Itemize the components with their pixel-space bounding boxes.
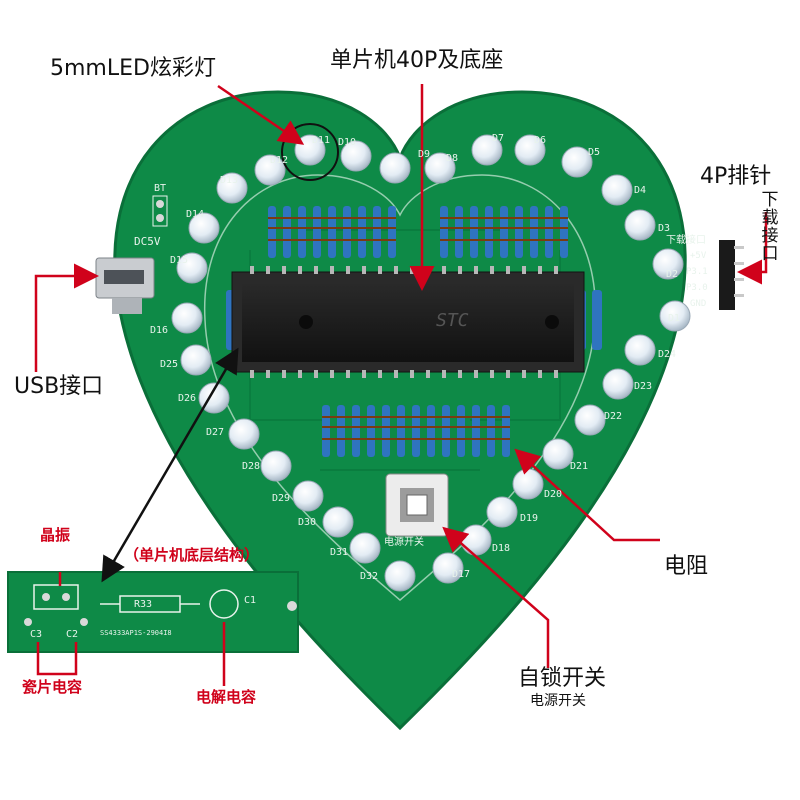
- callout-arrow-bottom-structure: [101, 347, 239, 583]
- led-label-d14: D14: [186, 209, 205, 220]
- callout-ceramic-cap: 瓷片电容: [22, 678, 83, 696]
- silk-dc5v: DC5V: [134, 235, 161, 248]
- silk-pin-p30: P3.0: [686, 283, 708, 293]
- callout-download-vertical: 下载接口: [761, 190, 779, 264]
- led-label-d12: D12: [270, 155, 289, 166]
- led-label-d32: D32: [360, 571, 379, 582]
- silk-download-port: 下载接口: [666, 235, 706, 246]
- silk-c1: C1: [244, 595, 257, 606]
- led-label-d13: D13: [220, 175, 239, 186]
- callout-arrows-red: [34, 84, 768, 686]
- inset-bottom-board: [7, 571, 299, 653]
- callout-switch-sub: 电源开关: [530, 693, 586, 709]
- silk-pin-p31: P3.1: [686, 267, 708, 277]
- led-label-d16: D16: [150, 325, 169, 336]
- led-label-d3: D3: [658, 223, 671, 234]
- silk-switch: 电源开关: [384, 537, 424, 548]
- callout-bottom-structure: （单片机底层结构）: [124, 546, 260, 564]
- led-label-d29: D29: [272, 493, 291, 504]
- pin-header-4p: [719, 240, 744, 310]
- callout-resistor: 电阻: [664, 554, 709, 579]
- led-label-d4: D4: [634, 185, 647, 196]
- led-label-d31: D31: [330, 547, 349, 558]
- silk-r33: R33: [134, 599, 153, 610]
- led-label-d5: D5: [588, 147, 601, 158]
- led-label-d9: D9: [418, 149, 431, 160]
- callout-switch: 自锁开关: [518, 666, 607, 691]
- usb-connector: [95, 257, 155, 314]
- callout-crystal: 晶振: [40, 526, 71, 544]
- resistor-array-bottom: [322, 405, 510, 457]
- chip-brand: STC: [436, 310, 469, 331]
- silk-c2: C2: [66, 629, 79, 640]
- led-label-d1: D1: [668, 313, 681, 324]
- silk-board-code: SS4333AP1S-2904I8: [100, 629, 172, 637]
- led-label-d6: D6: [534, 135, 547, 146]
- led-label-d19: D19: [520, 513, 539, 524]
- mcu-chip: [231, 266, 585, 378]
- led-label-d25: D25: [160, 359, 179, 370]
- led-label-d8: D8: [446, 153, 459, 164]
- led-label-d20: D20: [544, 489, 563, 500]
- led-label-d30: D30: [298, 517, 317, 528]
- led-highlight-ring: [281, 123, 339, 181]
- power-switch: [385, 473, 449, 537]
- led-label-d21: D21: [570, 461, 589, 472]
- led-label-d23: D23: [634, 381, 653, 392]
- callout-led: 5mmLED炫彩灯: [50, 56, 216, 81]
- silk-pin-5v: +5V: [690, 251, 707, 261]
- silk-c3: C3: [30, 629, 43, 640]
- bt-jumper: [152, 195, 168, 227]
- led-label-d18: D18: [492, 543, 511, 554]
- led-label-d24: D24: [658, 349, 677, 360]
- callout-usb: USB接口: [14, 374, 104, 399]
- silk-pin-gnd: GND: [690, 299, 707, 309]
- callout-header: 4P排针: [700, 164, 772, 189]
- resistor-array-top-right: [440, 206, 568, 258]
- silk-bt: BT: [154, 183, 167, 194]
- callout-electrolytic-cap: 电解电容: [196, 688, 257, 706]
- led-label-d11: D11: [312, 135, 331, 146]
- led-label-d26: D26: [178, 393, 197, 404]
- led-label-d17: D17: [452, 569, 471, 580]
- led-label-d7: D7: [492, 133, 505, 144]
- led-label-d10: D10: [338, 137, 357, 148]
- led-label-d15: D15: [170, 255, 189, 266]
- led-label-d2: D2: [666, 269, 679, 280]
- led-label-d27: D27: [206, 427, 225, 438]
- led-label-d22: D22: [604, 411, 623, 422]
- resistor-array-top-left: [268, 206, 396, 258]
- led-label-d28: D28: [242, 461, 261, 472]
- callout-mcu: 单片机40P及底座: [330, 48, 504, 73]
